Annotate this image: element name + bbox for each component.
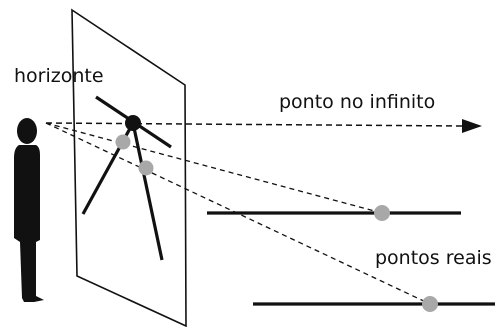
real-point-far bbox=[422, 296, 438, 312]
picture-plane bbox=[71, 8, 187, 327]
sight-line-near-point bbox=[45, 122, 383, 214]
real-points-label: pontos reais bbox=[375, 247, 492, 269]
person-head bbox=[17, 118, 37, 144]
projected-point-upper bbox=[115, 134, 131, 150]
arrow-right-icon bbox=[462, 119, 482, 133]
horizon-label: horizonte bbox=[14, 65, 104, 87]
sight-line-far-point bbox=[45, 122, 431, 305]
vanishing-point bbox=[125, 115, 141, 131]
real-point-near bbox=[374, 205, 390, 221]
projected-line-right bbox=[131, 122, 164, 261]
person-body bbox=[14, 145, 44, 302]
infinity-point-label: ponto no infinito bbox=[279, 91, 435, 113]
person-silhouette-icon bbox=[14, 118, 44, 302]
sight-line-infinity bbox=[45, 122, 464, 127]
projected-point-lower bbox=[138, 160, 154, 176]
